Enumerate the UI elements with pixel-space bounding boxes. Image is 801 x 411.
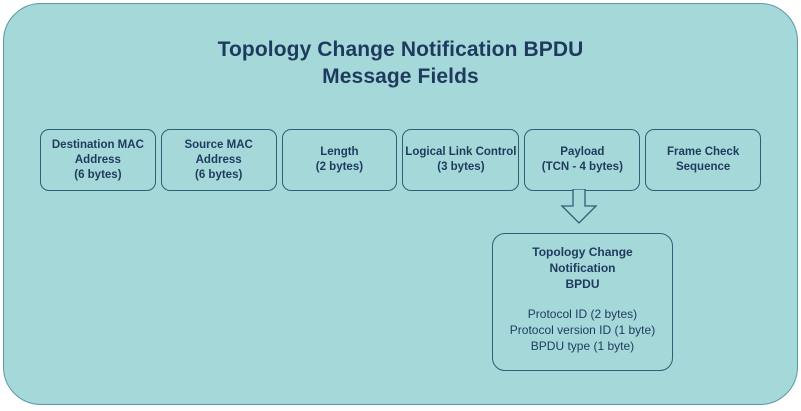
field-label-line-1: Logical Link Control — [405, 146, 517, 158]
field-label-line-3: (6 bytes) — [74, 168, 122, 181]
field-box-destination-mac-address: Destination MAC Address (6 bytes) — [40, 129, 156, 191]
field-box-frame-check-sequence: Frame Check Sequence — [645, 129, 761, 191]
field-box-length: Length (2 bytes) — [281, 129, 398, 191]
frame-fields-row: Destination MAC Address (6 bytes) Source… — [40, 129, 761, 191]
detail-field-protocol-id: Protocol ID (2 bytes) — [527, 307, 638, 321]
down-arrow-icon — [558, 189, 600, 225]
diagram-title: Topology Change Notification BPDU Messag… — [0, 36, 801, 90]
detail-field-bpdu-type: BPDU type (1 byte) — [530, 339, 635, 353]
detail-field-protocol-version-id: Protocol version ID (1 byte) — [509, 323, 656, 337]
field-label-line-2: Address — [74, 153, 121, 166]
field-label-line-2: (3 bytes) — [437, 161, 485, 173]
field-label-line-1: Payload — [560, 146, 605, 158]
detail-title-line-2: BPDU — [565, 277, 600, 291]
diagram-title-line-1: Topology Change Notification BPDU — [217, 38, 584, 61]
field-label-line-2: (TCN - 4 bytes) — [541, 161, 623, 173]
field-label-line-3: (6 bytes) — [195, 168, 243, 181]
field-box-logical-link-control: Logical Link Control (3 bytes) — [402, 129, 520, 191]
field-label-line-1: Source MAC — [184, 138, 253, 151]
detail-title-line-1: Topology Change Notification — [532, 245, 633, 275]
field-label-line-2: Address — [195, 153, 242, 166]
field-box-payload: Payload (TCN - 4 bytes) — [524, 129, 641, 191]
field-label-line-2: Sequence — [675, 161, 731, 173]
field-label-line-1: Frame Check — [667, 146, 740, 158]
tcn-bpdu-detail-box: Topology Change Notification BPDU Protoc… — [492, 233, 673, 371]
diagram-title-line-2: Message Fields — [322, 65, 479, 88]
field-box-source-mac-address: Source MAC Address (6 bytes) — [160, 129, 277, 191]
detail-title: Topology Change Notification BPDU — [499, 244, 666, 292]
field-label-line-2: (2 bytes) — [315, 161, 364, 173]
field-label-line-1: Length — [320, 146, 359, 158]
detail-field-list: Protocol ID (2 bytes) Protocol version I… — [510, 306, 655, 354]
field-label-line-1: Destination MAC — [51, 138, 144, 151]
